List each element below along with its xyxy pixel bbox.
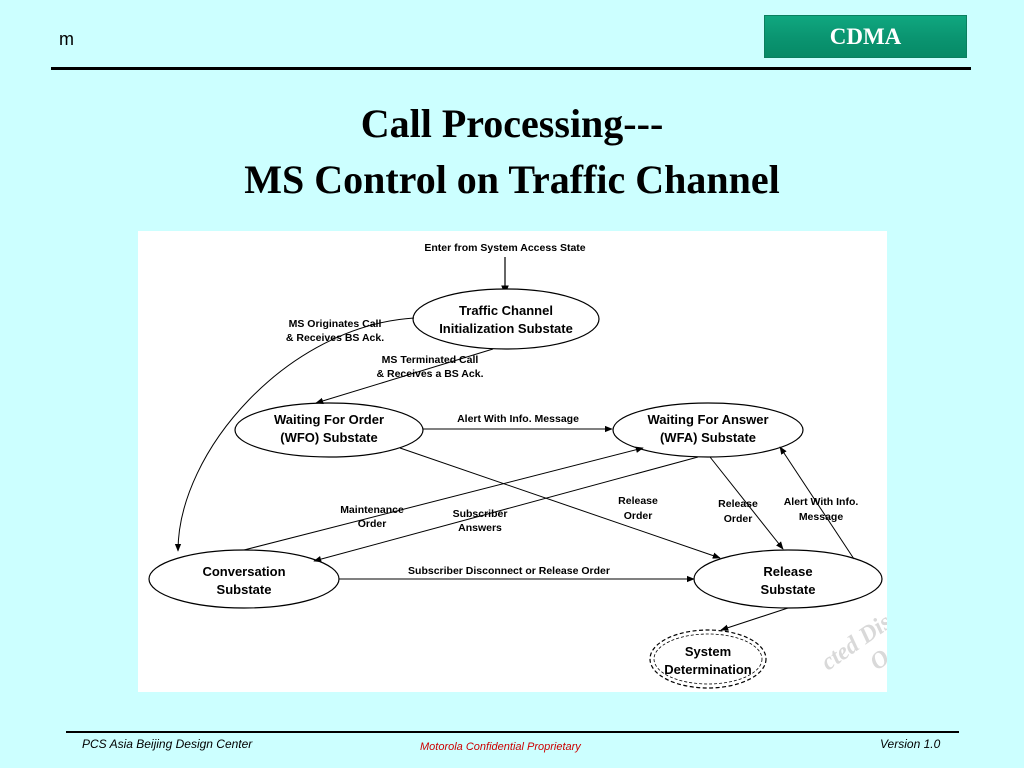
label-ms-originates-1: MS Originates Call [289, 318, 382, 330]
arrow-to-system-determination [720, 607, 789, 631]
label-release-order-1a: Release [618, 495, 658, 507]
state-diagram-svg: cted Dis O Enter from System Access Stat… [148, 242, 887, 689]
arrow-subscriber-answers [313, 456, 699, 563]
label-release-order-2a: Release [718, 498, 758, 510]
state-conv-line1: Conversation [202, 564, 285, 579]
footer-divider [66, 731, 959, 733]
label-maintenance-2: Order [358, 518, 387, 530]
state-tci-line2: Initialization Substate [439, 321, 573, 336]
label-subscriber-answers-1: Subscriber [453, 508, 508, 520]
label-release-order-2b: Order [724, 513, 753, 525]
arrow-release-order-wfo [399, 447, 721, 559]
arrow-ms-originates [174, 317, 415, 552]
label-subscriber-answers-2: Answers [458, 522, 502, 534]
state-wfo-line1: Waiting For Order [274, 412, 384, 427]
label-alert-info-2a: Alert With Info. [784, 496, 859, 508]
state-waiting-for-answer: Waiting For Answer (WFA) Substate [612, 402, 804, 458]
state-sysdet-line1: System [685, 644, 731, 659]
state-conversation: Conversation Substate [148, 549, 340, 609]
label-release-order-1b: Order [624, 510, 653, 522]
corner-mark: m [59, 29, 74, 49]
state-wfa-line2: (WFA) Substate [660, 430, 756, 445]
slide-title-line1: Call Processing--- [360, 101, 664, 146]
header-divider [51, 67, 971, 70]
state-conv-line2: Substate [217, 582, 272, 597]
state-release-line2: Substate [761, 582, 816, 597]
slide-title-line2: MS Control on Traffic Channel [244, 157, 780, 202]
label-disconnect: Subscriber Disconnect or Release Order [408, 565, 610, 577]
label-alert-info-2b: Message [799, 511, 844, 523]
cdma-badge: CDMA [764, 15, 967, 58]
footer-left: PCS Asia Beijing Design Center [82, 737, 253, 751]
state-diagram: cted Dis O Enter from System Access Stat… [138, 231, 887, 692]
arrow-alert-info-2 [779, 446, 855, 560]
watermark: cted Dis O [817, 609, 887, 676]
arrow-maintenance [243, 446, 644, 551]
state-traffic-channel-init: Traffic Channel Initialization Substate [412, 288, 600, 350]
state-release-line1: Release [763, 564, 812, 579]
state-sysdet-line2: Determination [664, 662, 751, 677]
label-maintenance-1: Maintenance [340, 504, 404, 516]
entry-label: Enter from System Access State [424, 242, 585, 254]
state-waiting-for-order: Waiting For Order (WFO) Substate [234, 402, 424, 458]
state-tci-line1: Traffic Channel [459, 303, 553, 318]
state-wfo-line2: (WFO) Substate [280, 430, 378, 445]
arrow-ms-terminated [315, 348, 494, 404]
state-wfa-line1: Waiting For Answer [647, 412, 768, 427]
state-system-determination: System Determination [649, 629, 767, 689]
label-alert-info: Alert With Info. Message [457, 413, 579, 425]
footer-confidential: Motorola Confidential Proprietary [420, 741, 581, 753]
label-ms-originates-2: & Receives BS Ack. [286, 332, 384, 344]
label-ms-terminated-2: & Receives a BS Ack. [376, 368, 483, 380]
footer-version: Version 1.0 [880, 737, 941, 751]
arrow-release-order-wfa [709, 456, 784, 550]
label-ms-terminated-1: MS Terminated Call [382, 354, 479, 366]
